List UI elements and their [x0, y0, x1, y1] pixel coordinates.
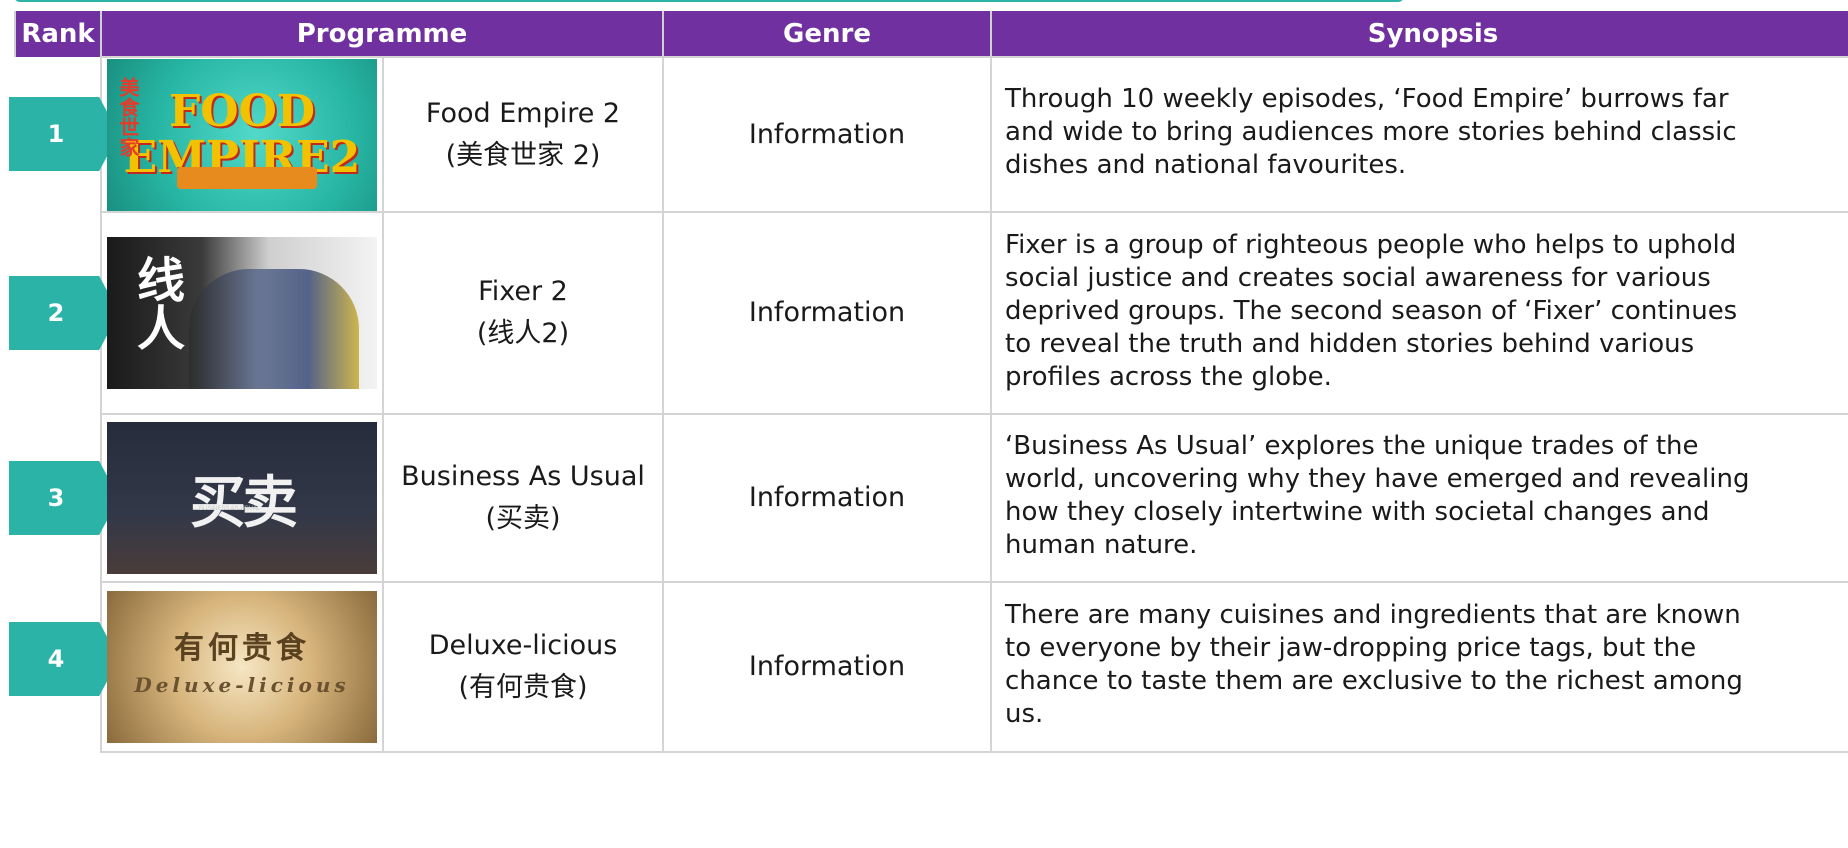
synopsis-line: and wide to bring audiences more stories…	[1005, 117, 1737, 147]
table-row: 2 线人 Fixer 2 (线人2) Information Fixer is …	[9, 211, 1848, 415]
programme-name-chinese: (美食世家 2)	[445, 139, 601, 171]
programme-name-chinese: (买卖)	[485, 503, 561, 534]
programme-name: Fixer 2	[478, 276, 568, 307]
programme-thumbnail-cell: 买卖 BUSINESS AS USUAL	[100, 413, 384, 583]
programme-name-chinese: (有何贵食)	[458, 672, 588, 703]
rank-badge: 4	[9, 622, 119, 696]
synopsis-line: Through 10 weekly episodes, ‘Food Empire…	[1005, 84, 1729, 114]
rank-cell: 1	[9, 57, 119, 212]
rank-cell: 2	[9, 212, 119, 414]
thumbnail-ribbon	[177, 166, 317, 189]
thumbnail-title-chinese: 有何贵食	[174, 631, 310, 666]
thumbnail-title: 有何贵食 Deluxe-licious	[134, 631, 349, 703]
programme-name-cell: Food Empire 2 (美食世家 2)	[381, 56, 665, 213]
synopsis-line: Fixer is a group of righteous people who…	[1005, 229, 1737, 260]
synopsis-line: social justice and creates social awaren…	[1005, 262, 1711, 293]
synopsis-line: world, uncovering why they have emerged …	[1005, 464, 1750, 494]
header-genre: Genre	[662, 11, 993, 57]
synopsis-line: to reveal the truth and hidden stories b…	[1005, 328, 1695, 359]
programme-name: Food Empire 2	[425, 97, 621, 129]
table-row: 3 买卖 BUSINESS AS USUAL Business As Usual…	[9, 413, 1848, 583]
synopsis-line: profiles across the globe.	[1005, 361, 1332, 392]
rank-badge: 3	[9, 461, 119, 535]
header-rank: Rank	[14, 11, 102, 57]
table-header-row: Rank Programme Genre Synopsis	[14, 11, 1848, 57]
table-row: 4 有何贵食 Deluxe-licious Deluxe-licious (有何…	[9, 581, 1848, 753]
synopsis-cell: Fixer is a group of righteous people who…	[990, 211, 1848, 415]
rank-cell: 4	[9, 582, 119, 752]
genre-cell: Information	[662, 581, 993, 753]
synopsis-line: chance to taste them are exclusive to th…	[1005, 666, 1743, 696]
thumbnail-cast-photo	[189, 269, 359, 389]
synopsis-line: how they closely intertwine with societa…	[1005, 497, 1710, 527]
genre-cell: Information	[662, 211, 993, 415]
programme-thumbnail-cell: 美食世家 FOOD EMPIRE2	[100, 56, 384, 213]
synopsis-cell: Through 10 weekly episodes, ‘Food Empire…	[990, 56, 1848, 213]
fixer-thumbnail: 线人	[107, 237, 377, 389]
thumbnail-side-text: 美食世家	[116, 76, 140, 157]
genre-cell: Information	[662, 56, 993, 213]
programme-thumbnail-cell: 有何贵食 Deluxe-licious	[100, 581, 384, 753]
rank-cell: 3	[9, 414, 119, 582]
thumbnail-title: FOOD EMPIRE2	[123, 85, 361, 183]
thumbnail-title: 买卖	[190, 469, 298, 536]
synopsis-line: ‘Business As Usual’ explores the unique …	[1005, 431, 1699, 461]
table-row: 1 美食世家 FOOD EMPIRE2 Food Empire 2 (美食世家 …	[9, 56, 1848, 213]
rank-badge: 1	[9, 97, 119, 171]
business-as-usual-thumbnail: 买卖 BUSINESS AS USUAL	[107, 422, 377, 574]
programme-name-chinese: (线人2)	[476, 318, 570, 349]
synopsis-line: us.	[1005, 699, 1044, 729]
food-empire-thumbnail: 美食世家 FOOD EMPIRE2	[107, 58, 377, 211]
header-programme: Programme	[99, 11, 665, 57]
header-synopsis: Synopsis	[990, 11, 1848, 57]
thumbnail-title: 线人	[128, 255, 184, 351]
rank-badge: 2	[9, 276, 119, 350]
synopsis-cell: ‘Business As Usual’ explores the unique …	[990, 413, 1848, 583]
synopsis-line: There are many cuisines and ingredients …	[1005, 600, 1741, 630]
thumbnail-subtitle: BUSINESS AS USUAL	[199, 506, 261, 512]
synopsis-cell: There are many cuisines and ingredients …	[990, 581, 1848, 753]
programme-name-cell: Deluxe-licious (有何贵食)	[381, 581, 665, 753]
deluxe-licious-thumbnail: 有何贵食 Deluxe-licious	[107, 591, 377, 743]
thumbnail-title-script: Deluxe-licious	[134, 673, 350, 697]
genre-cell: Information	[662, 413, 993, 583]
top-accent-bar	[14, 0, 1404, 2]
programme-name: Business As Usual	[401, 461, 645, 492]
programme-thumbnail-cell: 线人	[100, 211, 384, 415]
synopsis-line: deprived groups. The second season of ‘F…	[1005, 295, 1738, 326]
synopsis-line: human nature.	[1005, 530, 1198, 560]
programme-name: Deluxe-licious	[428, 630, 618, 661]
programme-ranking-table: Rank Programme Genre Synopsis 1 美食世家 FOO…	[9, 11, 1848, 753]
synopsis-line: to everyone by their jaw-dropping price …	[1005, 633, 1697, 663]
programme-name-cell: Business As Usual (买卖)	[381, 413, 665, 583]
programme-name-cell: Fixer 2 (线人2)	[381, 211, 665, 415]
synopsis-line: dishes and national favourites.	[1005, 150, 1407, 180]
